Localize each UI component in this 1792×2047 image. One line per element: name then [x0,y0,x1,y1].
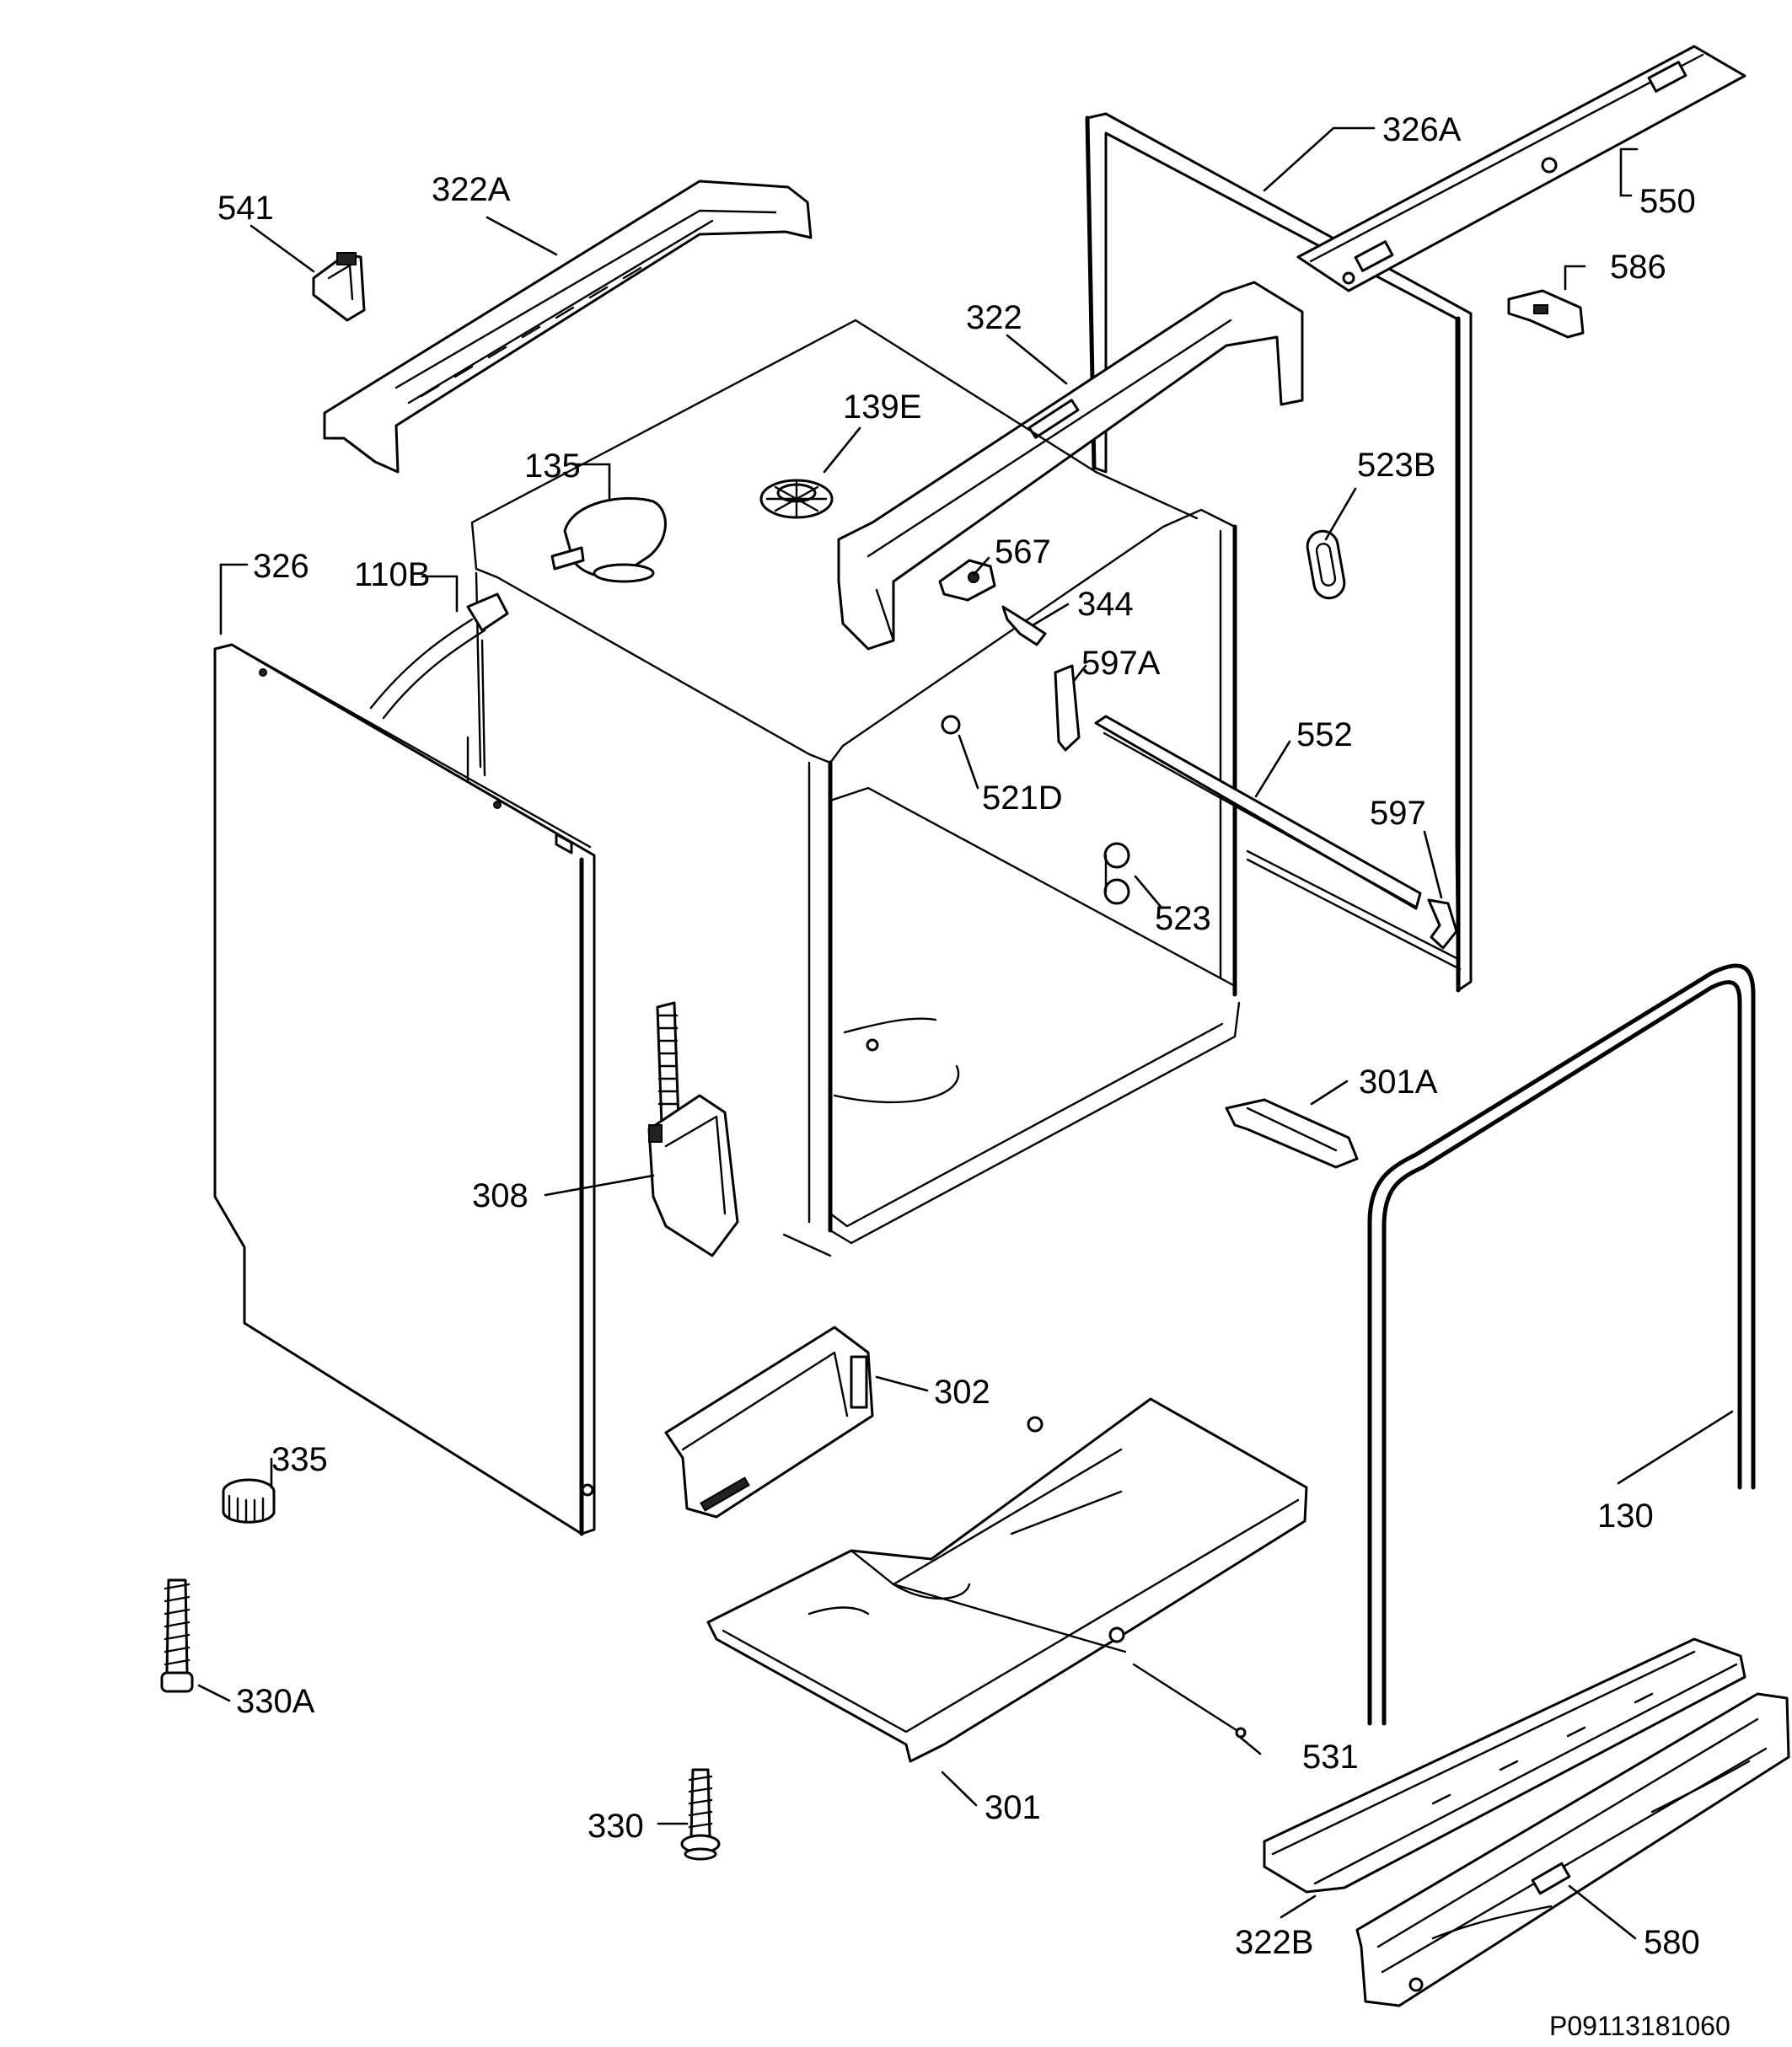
label-322A: 322A [432,171,511,208]
label-308: 308 [472,1177,528,1214]
label-580: 580 [1644,1924,1700,1961]
rail-552 [1094,715,1422,910]
label-322B: 322B [1235,1924,1313,1961]
clip-567 [938,559,996,602]
label-541: 541 [217,190,274,227]
screw-330A [160,1578,194,1693]
label-344: 344 [1077,586,1134,623]
label-330: 330 [587,1808,644,1845]
plug-521D [941,715,961,735]
label-322: 322 [966,299,1022,336]
label-330A: 330A [236,1683,315,1720]
drawing-code: P09113181060 [1549,2011,1730,2041]
base-plate-580 [1355,1692,1790,2007]
label-523B: 523B [1357,447,1435,484]
side-panel-326 [213,643,596,1536]
door-seal-130 [1367,963,1756,1726]
wheels-523 [1103,842,1130,905]
label-521D: 521D [982,780,1063,817]
rod-531 [1132,1663,1247,1739]
cabinet-tub [466,319,1241,1257]
label-335: 335 [271,1441,328,1478]
hinge-308 [647,1001,739,1257]
label-597A: 597A [1081,645,1161,682]
label-597: 597 [1370,795,1426,832]
hose-110B [369,592,509,777]
cap-139E [759,479,834,519]
label-302: 302 [934,1374,990,1411]
clip-541 [312,252,366,322]
label-523: 523 [1155,900,1211,937]
grommet-523B [1306,529,1346,600]
front-rail-322B [1263,1637,1746,1894]
leader-lines [197,126,1734,1940]
label-326A: 326A [1382,111,1462,148]
cross-bracket-322 [837,281,1304,651]
label-135: 135 [524,447,581,485]
label-139E: 139E [843,389,921,426]
label-301A: 301A [1359,1064,1438,1101]
label-531: 531 [1302,1739,1359,1776]
salt-container-135 [550,496,667,583]
top-rail-322A [323,180,813,474]
base-301 [706,1397,1308,1763]
hook-597 [1427,898,1458,950]
bracket-586 [1507,289,1585,339]
label-567: 567 [995,533,1051,571]
foot-335 [222,1478,276,1524]
label-326: 326 [253,548,309,585]
screw-330 [680,1768,721,1861]
latch-597A [1054,664,1081,752]
label-301: 301 [985,1789,1041,1826]
label-550: 550 [1639,183,1696,220]
label-586: 586 [1610,249,1666,286]
bracket-302 [664,1326,874,1519]
top-strip-550 [1296,45,1746,292]
label-552: 552 [1296,716,1353,753]
part-labels: 541 322A 326A 550 586 322 139E 135 523B … [217,111,1730,2041]
label-110B: 110B [354,556,430,593]
cover-301A [1225,1098,1359,1169]
label-130: 130 [1597,1498,1654,1535]
